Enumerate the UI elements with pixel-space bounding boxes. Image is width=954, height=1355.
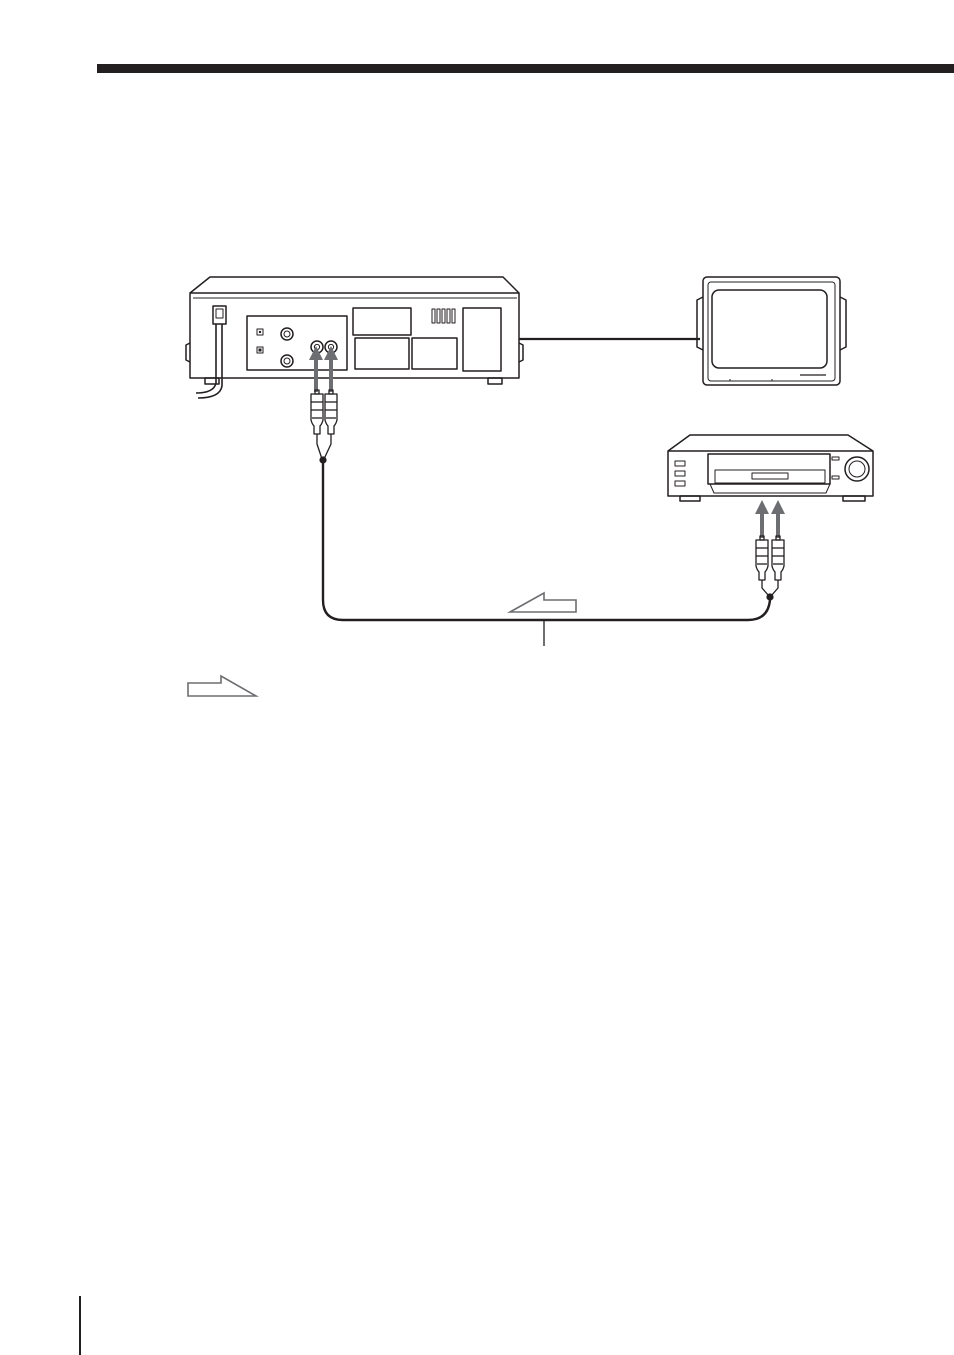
cable-run	[323, 460, 770, 620]
television	[697, 277, 846, 385]
plug-pair-vcr	[311, 390, 337, 459]
flow-arrow-on-cable	[510, 593, 576, 612]
vent-slots	[432, 309, 455, 323]
vcr-rear-panel	[186, 277, 523, 398]
plug-pair-deck	[756, 536, 784, 596]
video-deck	[668, 435, 873, 501]
tv-screen	[712, 290, 827, 368]
plug-insertion-arrows	[309, 346, 785, 538]
flow-arrow-legend	[188, 676, 256, 696]
